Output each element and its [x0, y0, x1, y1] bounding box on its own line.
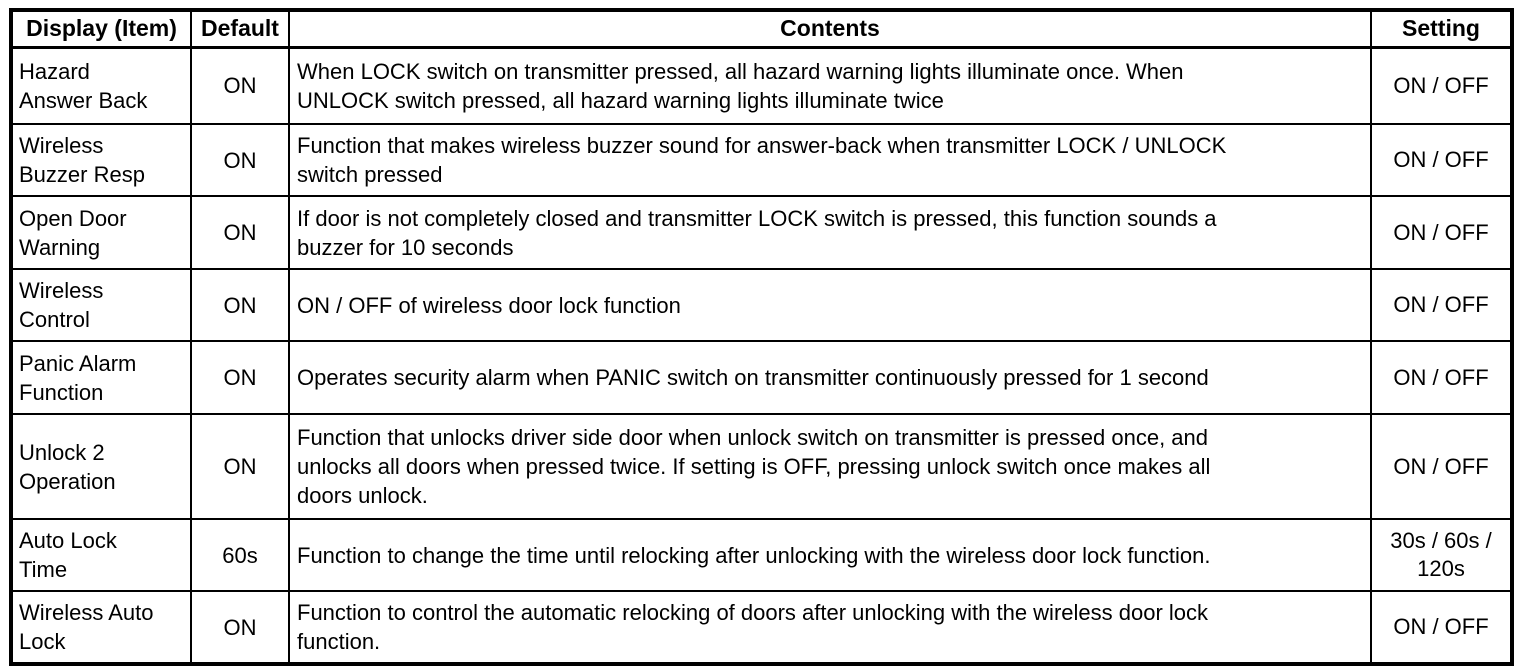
cell-default: ON: [190, 195, 290, 270]
settings-table: Display (Item) Default Contents Setting …: [9, 8, 1514, 666]
cell-default: ON: [190, 413, 290, 520]
table-row: Wireless Buzzer Resp ON Function that ma…: [10, 123, 1513, 197]
cell-display-item: Wireless Buzzer Resp: [10, 123, 192, 197]
header-contents: Contents: [288, 9, 1372, 49]
cell-contents: When LOCK switch on transmitter pressed,…: [288, 46, 1372, 125]
cell-display-item: Hazard Answer Back: [10, 46, 192, 125]
cell-contents: Operates security alarm when PANIC switc…: [288, 340, 1372, 415]
table-row: Unlock 2 Operation ON Function that unlo…: [10, 413, 1513, 520]
header-setting: Setting: [1370, 9, 1513, 49]
cell-setting: ON / OFF: [1370, 340, 1513, 415]
cell-display-item: Unlock 2 Operation: [10, 413, 192, 520]
cell-setting: ON / OFF: [1370, 123, 1513, 197]
header-default: Default: [190, 9, 290, 49]
table-row: Open Door Warning ON If door is not comp…: [10, 195, 1513, 270]
cell-setting: 30s / 60s / 120s: [1370, 518, 1513, 592]
cell-display-item: Wireless Auto Lock: [10, 590, 192, 665]
cell-display-item: Panic Alarm Function: [10, 340, 192, 415]
cell-contents: ON / OFF of wireless door lock function: [288, 268, 1372, 342]
cell-default: 60s: [190, 518, 290, 592]
cell-display-item: Auto Lock Time: [10, 518, 192, 592]
cell-contents: Function that unlocks driver side door w…: [288, 413, 1372, 520]
cell-default: ON: [190, 590, 290, 665]
table-row: Wireless Control ON ON / OFF of wireless…: [10, 268, 1513, 342]
header-display-item: Display (Item): [10, 9, 192, 49]
cell-default: ON: [190, 123, 290, 197]
cell-display-item: Wireless Control: [10, 268, 192, 342]
cell-default: ON: [190, 340, 290, 415]
table-row: Panic Alarm Function ON Operates securit…: [10, 340, 1513, 415]
cell-display-item: Open Door Warning: [10, 195, 192, 270]
cell-setting: ON / OFF: [1370, 46, 1513, 125]
cell-setting: ON / OFF: [1370, 268, 1513, 342]
cell-contents: Function to change the time until relock…: [288, 518, 1372, 592]
cell-contents: Function to control the automatic relock…: [288, 590, 1372, 665]
cell-setting: ON / OFF: [1370, 195, 1513, 270]
cell-default: ON: [190, 268, 290, 342]
cell-default: ON: [190, 46, 290, 125]
cell-contents: Function that makes wireless buzzer soun…: [288, 123, 1372, 197]
table-row: Hazard Answer Back ON When LOCK switch o…: [10, 46, 1513, 125]
table-row: Auto Lock Time 60s Function to change th…: [10, 518, 1513, 592]
cell-setting: ON / OFF: [1370, 413, 1513, 520]
header-row: Display (Item) Default Contents Setting: [10, 9, 1513, 49]
cell-setting: ON / OFF: [1370, 590, 1513, 665]
table-row: Wireless Auto Lock ON Function to contro…: [10, 590, 1513, 665]
cell-contents: If door is not completely closed and tra…: [288, 195, 1372, 270]
